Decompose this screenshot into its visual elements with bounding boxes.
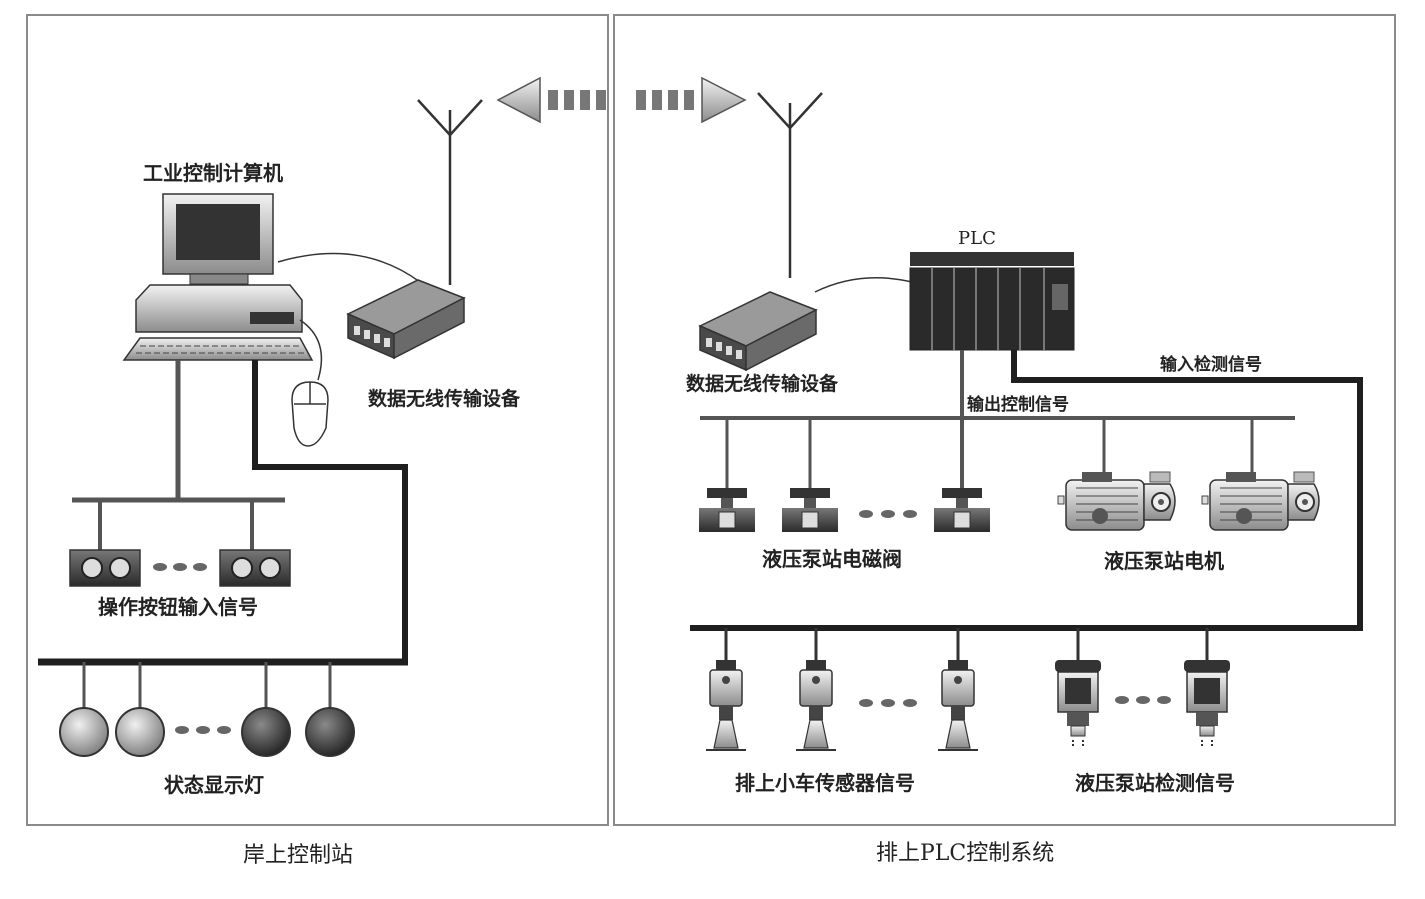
valves-label: 液压泵站电磁阀	[762, 547, 902, 571]
computer-modem-cable	[277, 252, 421, 283]
motors-label: 液压泵站电机	[1104, 549, 1224, 573]
status-lamp-icon	[59, 707, 109, 757]
status-lamp-icon	[305, 707, 355, 757]
right-caption: 排上PLC控制系统	[876, 841, 1054, 866]
modem-plc-cable	[814, 277, 913, 293]
cart-sensor-icon	[937, 659, 979, 751]
buttons-label: 操作按钮输入信号	[98, 595, 258, 619]
right-wireless-label: 数据无线传输设备	[686, 372, 839, 395]
button-panel-icon	[69, 549, 141, 587]
pump-sensors-label: 液压泵站检测信号	[1075, 771, 1235, 795]
status-lamp-icon	[241, 707, 291, 757]
antenna-icon	[756, 91, 824, 280]
left-panel-frame	[26, 14, 609, 826]
button-panel-icon	[219, 549, 291, 587]
pump-sensor-icon	[1054, 659, 1102, 747]
radio-modem-icon	[699, 291, 817, 371]
output-signal-label: 输出控制信号	[967, 394, 1069, 415]
ellipsis-dots	[153, 563, 207, 571]
radio-modem-icon	[347, 279, 465, 359]
cart-sensors-label: 排上小车传感器信号	[735, 771, 915, 795]
plc-label: PLC	[958, 228, 996, 249]
antenna-icon	[416, 98, 484, 287]
ellipsis-dots	[859, 699, 917, 707]
solenoid-valve-icon	[698, 487, 756, 533]
pump-sensor-icon	[1183, 659, 1231, 747]
solenoid-valve-icon	[933, 487, 991, 533]
solenoid-valve-icon	[781, 487, 839, 533]
motor-icon	[1057, 471, 1176, 531]
left-caption: 岸上控制站	[243, 843, 353, 868]
lamps-label: 状态显示灯	[164, 773, 264, 797]
plc-icon	[909, 252, 1075, 351]
mouse-cable	[299, 319, 323, 381]
cart-sensor-icon	[795, 659, 837, 751]
computer-label: 工业控制计算机	[143, 161, 283, 185]
ellipsis-dots	[859, 510, 917, 518]
input-signal-line	[690, 350, 1363, 631]
computer-icon	[122, 193, 314, 361]
cart-sensor-icon	[705, 659, 747, 751]
wireless-arrow-icon	[496, 76, 747, 124]
motor-icon	[1201, 471, 1320, 531]
ellipsis-dots	[1115, 696, 1171, 704]
right-panel-frame	[613, 14, 1396, 826]
lamp-signal-line	[252, 360, 408, 662]
status-lamp-icon	[115, 707, 165, 757]
ellipsis-dots	[175, 726, 231, 734]
left-wireless-label: 数据无线传输设备	[368, 387, 521, 410]
mouse-icon	[291, 381, 329, 447]
input-signal-label: 输入检测信号	[1160, 354, 1262, 375]
